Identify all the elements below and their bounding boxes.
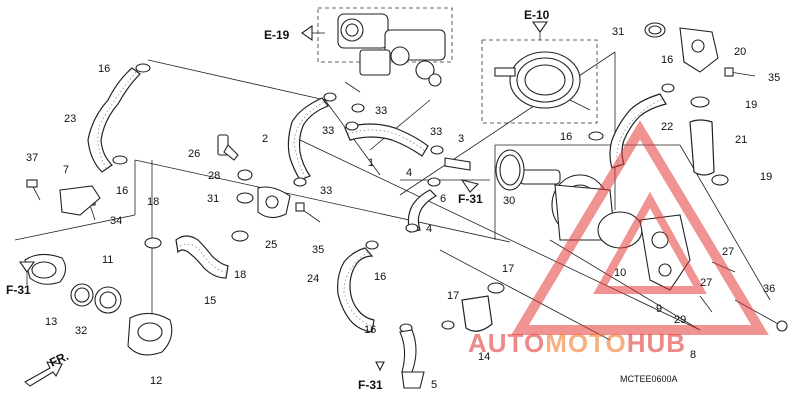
pipe-joints (399, 157, 471, 389)
label-35b: 35 (768, 72, 780, 84)
label-14: 14 (478, 351, 490, 363)
label-17b: 17 (447, 290, 459, 302)
label-33d: 33 (320, 185, 332, 197)
label-7: 7 (63, 164, 69, 176)
label-33c: 33 (430, 126, 442, 138)
hose-clamps (112, 22, 729, 333)
label-31b: 31 (612, 26, 624, 38)
throttle-body (337, 13, 446, 93)
ref-f31-center: F-31 (458, 192, 483, 206)
label-16e: 16 (560, 131, 572, 143)
label-16f: 16 (661, 54, 673, 66)
label-23: 23 (64, 113, 76, 125)
front-label: FR. (47, 349, 70, 370)
pump-ref-box (481, 39, 598, 124)
reference-arrows (18, 21, 549, 387)
label-2: 2 (262, 133, 268, 145)
label-16d: 16 (364, 324, 376, 336)
label-4a: 4 (406, 167, 412, 179)
hose-21 (689, 119, 715, 176)
thermostat-housing (24, 185, 173, 356)
label-30: 30 (503, 195, 515, 207)
label-24: 24 (307, 273, 319, 285)
label-12: 12 (150, 375, 162, 387)
hose-15 (175, 235, 229, 279)
label-19b: 19 (760, 171, 772, 183)
label-1: 1 (368, 157, 374, 169)
label-16c: 16 (374, 271, 386, 283)
label-18b: 18 (234, 269, 246, 281)
part-number-labels: 1 2 3 4 4 5 6 7 8 9 10 11 12 13 14 15 16… (26, 26, 780, 391)
watermark-brand-auto: AUTO (468, 328, 545, 358)
label-27b: 27 (700, 277, 712, 289)
temp-sensor-joint (217, 134, 291, 219)
hose-23 (87, 67, 141, 173)
front-arrow-icon (24, 361, 63, 387)
label-33a: 33 (375, 105, 387, 117)
hose-24 (337, 247, 375, 333)
label-6: 6 (440, 193, 446, 205)
label-31a: 31 (207, 193, 219, 205)
label-8: 8 (690, 349, 696, 361)
label-10: 10 (614, 267, 626, 279)
hose-6 (407, 189, 438, 233)
label-19a: 19 (745, 99, 757, 111)
label-22: 22 (661, 121, 673, 133)
label-34: 34 (110, 215, 122, 227)
label-9: 9 (656, 303, 662, 315)
watermark-brand-hub: HUB (627, 328, 686, 358)
water-pump-assy (494, 51, 591, 111)
label-3: 3 (458, 133, 464, 145)
label-28: 28 (208, 170, 220, 182)
label-35a: 35 (312, 244, 324, 256)
label-32: 32 (75, 325, 87, 337)
ref-f31-bottom: F-31 (358, 378, 383, 392)
watermark-logo (511, 120, 769, 335)
watermark-brand: AUTOMOTOHUB (468, 328, 686, 358)
label-13: 13 (45, 316, 57, 328)
label-20: 20 (734, 46, 746, 58)
label-11: 11 (102, 254, 113, 266)
diagram-code: MCTEE0600A (620, 374, 678, 384)
label-17a: 17 (502, 263, 514, 275)
label-25: 25 (265, 239, 277, 251)
watermark-brand-moto: MOTO (545, 328, 627, 358)
label-37: 37 (26, 152, 38, 164)
label-18a: 18 (147, 196, 159, 208)
hose-14 (461, 295, 493, 332)
hose-1 (344, 123, 429, 157)
label-15: 15 (204, 295, 216, 307)
ref-e10: E-10 (524, 8, 550, 22)
label-16a: 16 (98, 63, 110, 75)
label-16b: 16 (116, 185, 128, 197)
label-26: 26 (188, 148, 200, 160)
throttle-body-ref-box (317, 7, 453, 63)
hose-2 (287, 97, 329, 181)
ref-e19: E-19 (264, 28, 290, 42)
label-27a: 27 (722, 246, 734, 258)
label-36: 36 (763, 283, 775, 295)
label-33b: 33 (322, 125, 334, 137)
label-5: 5 (431, 379, 437, 391)
label-29: 29 (674, 314, 686, 326)
label-4b: 4 (426, 223, 432, 235)
label-21: 21 (735, 134, 747, 146)
ref-f31-left: F-31 (6, 283, 31, 297)
